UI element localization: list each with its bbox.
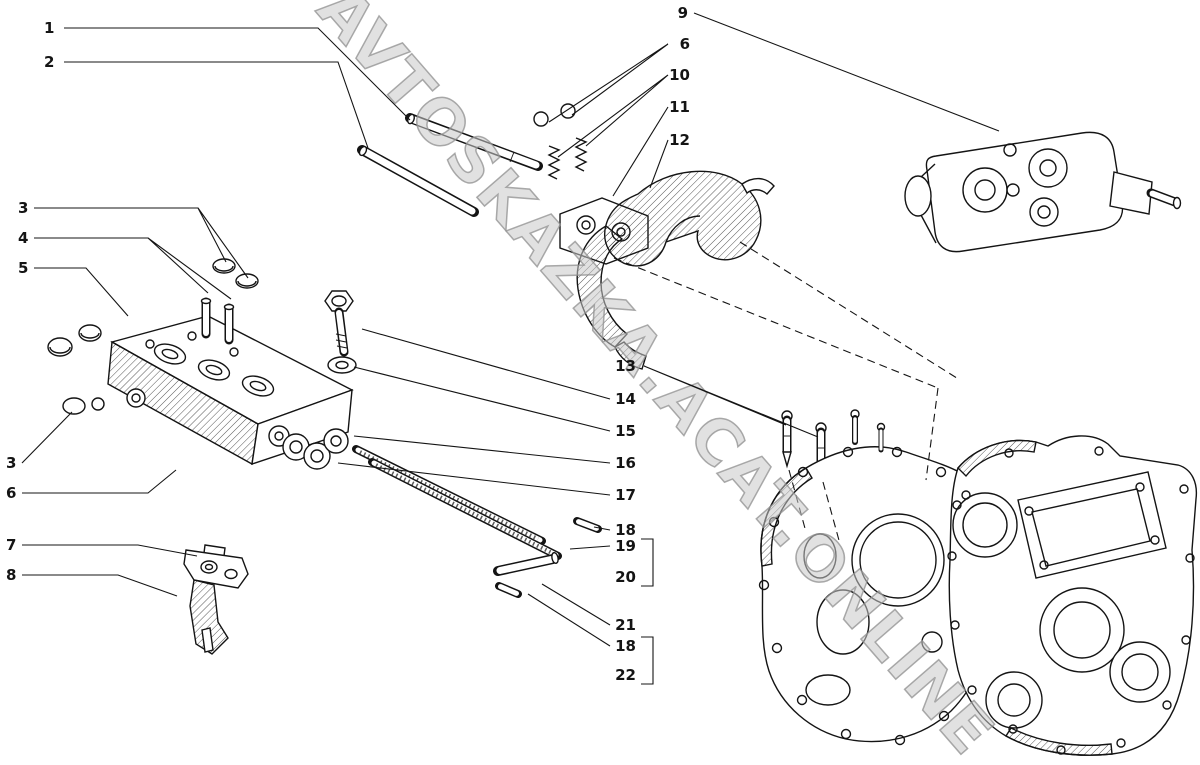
callout-10: 10	[669, 66, 690, 84]
callout-19: 19	[615, 537, 636, 555]
leader-line-18-upper	[593, 526, 611, 531]
leader-line-16	[353, 435, 611, 464]
leader-line-11	[612, 106, 669, 197]
callout-18-upper: 18	[615, 521, 636, 539]
callout-3-upper: 3	[18, 199, 28, 217]
callout-5: 5	[18, 259, 28, 277]
part-lower-rods	[352, 445, 562, 576]
leader-line-8	[22, 574, 178, 597]
callout-16: 16	[615, 454, 636, 472]
group-bracket-18-22	[641, 636, 654, 685]
callout-18-lower: 18	[615, 637, 636, 655]
part-spring-washer	[327, 356, 357, 374]
callout-6-lower: 6	[6, 484, 16, 502]
leader-line-21	[541, 583, 611, 626]
callout-17: 17	[615, 486, 636, 504]
callout-6-upper: 6	[680, 35, 690, 53]
leader-line-17	[337, 462, 611, 496]
callout-22: 22	[615, 666, 636, 684]
callout-3-lower: 3	[6, 454, 16, 472]
watermark: AVTOSKAZKA.ACAT.ONLINE	[303, 0, 1010, 765]
assembly-axis-lines	[613, 241, 961, 545]
leader-line-5	[34, 267, 129, 317]
part-washer-stack	[268, 425, 349, 470]
callout-11: 11	[669, 98, 690, 116]
group-bracket-19-20	[641, 538, 654, 587]
part-guide-pins	[200, 297, 235, 345]
callout-12: 12	[669, 131, 690, 149]
leader-line-7	[22, 544, 198, 557]
part-detent-plungers	[781, 410, 827, 481]
part-shift-rail-upper	[405, 113, 543, 171]
callout-1: 1	[44, 19, 54, 37]
callout-labels: 1 2 3 4 5 3 6 7 8 6 10 11 12 9 13 14 15 …	[6, 4, 690, 684]
callout-4: 4	[18, 229, 28, 247]
leader-line-12	[649, 139, 669, 189]
leader-line-6-upper	[548, 43, 669, 123]
leader-lines	[21, 12, 1000, 685]
leader-line-13	[643, 365, 819, 438]
callout-2: 2	[44, 53, 54, 71]
leader-line-19	[569, 545, 611, 550]
callout-15: 15	[615, 422, 636, 440]
part-breather-studs	[850, 409, 886, 453]
callout-8: 8	[6, 566, 16, 584]
leader-line-15	[353, 366, 611, 432]
leader-line-14	[361, 328, 611, 400]
leader-line-2	[64, 61, 369, 149]
watermark-text: AVTOSKAZKA.ACAT.ONLINE	[303, 0, 1009, 765]
part-detent-springs	[547, 137, 588, 180]
leader-line-6-lower	[22, 469, 177, 494]
leader-line-18-lower	[527, 593, 611, 647]
leader-line-1	[64, 27, 411, 121]
part-roll-pins	[495, 517, 602, 598]
leader-line-9	[693, 12, 1000, 132]
part-gearbox-housing	[947, 435, 1198, 756]
callout-9: 9	[678, 4, 688, 22]
part-lever-bracket	[183, 544, 249, 655]
callout-7: 7	[6, 536, 16, 554]
leader-line-10	[557, 74, 669, 158]
leader-line-3-upper	[34, 207, 249, 279]
leader-line-4	[34, 237, 232, 300]
callout-14: 14	[615, 390, 636, 408]
part-bolt	[324, 290, 354, 357]
callout-21: 21	[615, 616, 636, 634]
part-detent-balls	[533, 103, 576, 127]
part-shift-cover-housing	[107, 315, 354, 466]
part-shift-rail-lower	[357, 145, 479, 217]
leader-line-3-lower	[21, 411, 73, 464]
callout-13: 13	[615, 357, 636, 375]
part-shift-fork	[576, 170, 775, 370]
callout-20: 20	[615, 568, 636, 586]
part-top-cover-assembly	[904, 131, 1182, 253]
part-expansion-plugs	[47, 258, 259, 415]
